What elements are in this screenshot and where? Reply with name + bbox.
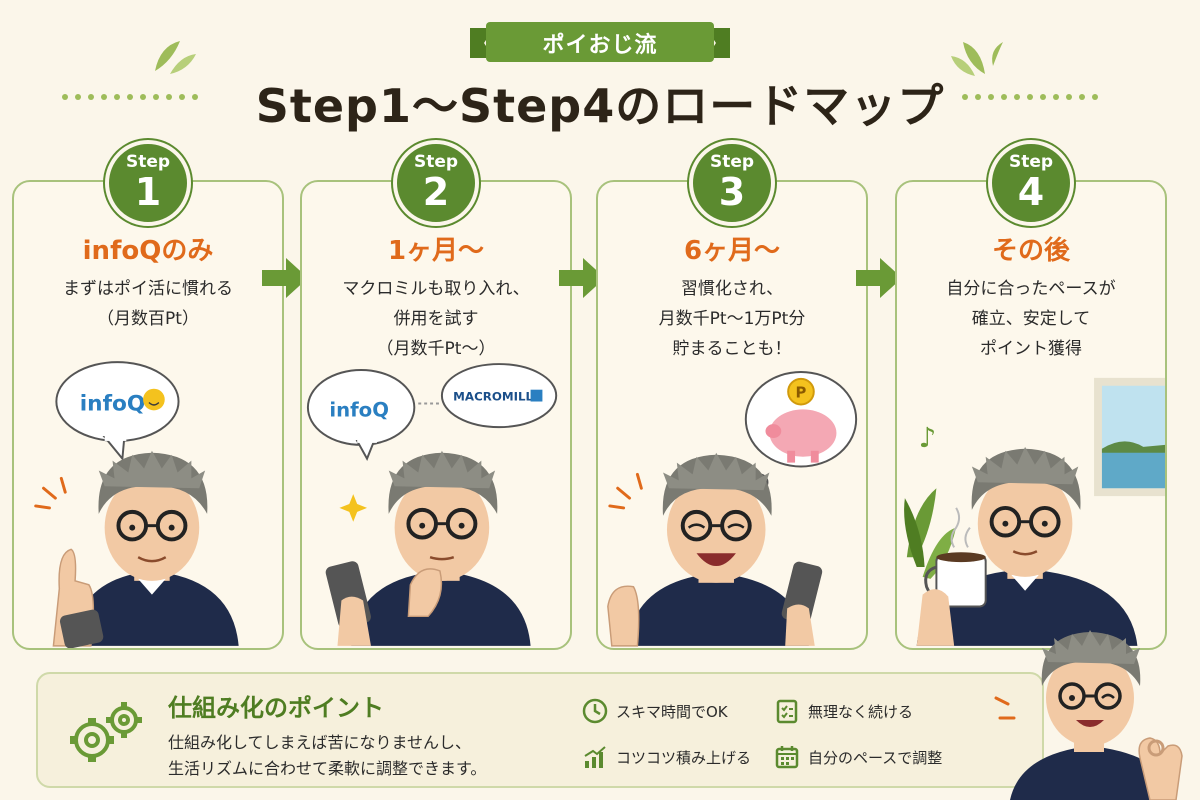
step-card-2: 1ヶ月〜 マクロミルも取り入れ、 併用を試す （月数千Pt〜） infoQ MA… [300,180,572,650]
badge-step-number: 4 [1017,170,1045,214]
step-heading: その後 [991,236,1070,266]
step-description: 自分に合ったペースが 確立、安定して ポイント獲得 [897,274,1165,364]
badge-step-label: Step [413,152,459,172]
point-item: コツコツ積み上げる [582,744,751,770]
step-badge-3: Step 3 [689,140,775,226]
character-illustration [916,446,1138,646]
step-description-line: 習慣化され、 [680,279,784,299]
step-description: マクロミルも取り入れ、 併用を試す （月数千Pt〜） [302,274,570,364]
header-ribbon: ポイおじ流 [470,20,730,66]
step-description: まずはポイ活に慣れる （月数百Pt） [14,274,282,334]
step-description: 習慣化され、 月数千Pt〜1万Pt分 貯まることも！ [598,274,866,364]
speech-bubble: infoQ [306,369,416,461]
systemization-panel: 仕組み化のポイント 仕組み化してしまえば苦になりませんし、 生活リズムに合わせて… [36,672,1044,788]
chart-icon [584,746,606,768]
step-heading: 6ヶ月〜 [683,236,781,266]
sparkle-icon [34,476,67,510]
coin-icon [787,377,815,406]
window-illustration [1094,377,1165,497]
arrow-right-icon [559,258,605,298]
step-badge-4: Step 4 [988,140,1074,226]
leaf-decoration-left [155,41,196,74]
badge-step-label: Step [709,152,755,172]
step-description-line: マクロミルも取り入れ、 [342,279,530,299]
step-illustration: infoQ [34,361,239,648]
character-illustration [52,450,239,648]
piggy-bank-icon [769,409,837,457]
plant-illustration [904,488,957,579]
point-label: コツコツ積み上げる [616,748,752,767]
music-note-icon: ♪ [919,421,937,454]
coin-label: P [796,385,807,402]
arrow-right-icon [262,258,308,298]
step-card-3: 6ヶ月〜 習慣化され、 月数千Pt〜1万Pt分 貯まることも！ P [596,180,868,650]
gears-icon [70,702,142,762]
step-heading: infoQのみ [82,236,214,266]
page-title: Step1〜Step4のロードマップ [255,79,945,133]
point-item: 自分のペースで調整 [774,744,942,770]
sparkle-icon [608,472,643,510]
thought-bubble: P [739,370,858,506]
point-label: 無理なく続ける [808,702,914,721]
step-card-1: infoQのみ まずはポイ活に慣れる （月数百Pt） infoQ [12,180,284,650]
step-badge-1: Step 1 [105,140,191,226]
ribbon-label: ポイおじ流 [542,33,658,58]
step-illustration: P [607,370,858,647]
step-description-line: 自分に合ったペースが [946,279,1116,299]
checklist-icon [776,699,798,724]
step-badge-2: Step 2 [393,140,479,226]
sparkle-icon [339,494,368,522]
point-label: スキマ時間でOK [616,702,728,721]
badge-step-label: Step [125,152,171,172]
calendar-icon [775,746,799,769]
point-item: スキマ時間でOK [582,698,728,724]
panel-description: 仕組み化してしまえば苦になりませんし、 生活リズムに合わせて柔軟に調整できます。 [168,730,486,782]
point-item: 無理なく続ける [774,698,913,724]
logo-text: infoQ [80,391,146,416]
speech-bubble: infoQ [55,361,180,462]
step-illustration: infoQ MACROMILL [306,363,558,646]
badge-step-label: Step [1008,152,1054,172]
leaf-decoration-right [951,42,1003,76]
coffee-mug-icon [924,507,987,608]
point-label: 自分のペースで調整 [808,748,943,767]
step-illustration: ♪ [904,377,1165,646]
speech-bubble: MACROMILL [440,363,558,429]
clock-icon [582,698,608,724]
badge-step-number: 1 [134,170,162,214]
step-description-line: 確立、安定して [971,309,1091,329]
step-description-line: 貯まることも！ [672,339,792,359]
step-description-line: （月数百Pt） [97,309,199,329]
panel-description-line: 生活リズムに合わせて柔軟に調整できます。 [168,759,487,778]
dotted-line-left [62,94,198,100]
panel-description-line: 仕組み化してしまえば苦になりませんし、 [168,733,472,752]
logo-text: infoQ [329,398,389,421]
logo-text: MACROMILL [453,390,533,404]
step-description-line: 月数千Pt〜1万Pt分 [658,309,806,329]
step-description-line: ポイント獲得 [980,339,1082,359]
dotted-line-right [962,94,1098,100]
badge-step-number: 2 [422,170,450,214]
panel-title: 仕組み化のポイント [168,694,384,722]
character-illustration [325,450,531,646]
character-illustration [607,452,823,647]
step-card-4: その後 自分に合ったペースが 確立、安定して ポイント獲得 ♪ [895,180,1167,650]
badge-step-number: 3 [718,170,746,214]
winking-character-illustration [994,630,1183,800]
step-description-line: （月数千Pt〜） [376,339,496,359]
arrow-right-icon [856,258,902,298]
step-description-line: まずはポイ活に慣れる [63,279,233,299]
step-heading: 1ヶ月〜 [387,236,485,266]
step-description-line: 併用を試す [393,309,479,329]
